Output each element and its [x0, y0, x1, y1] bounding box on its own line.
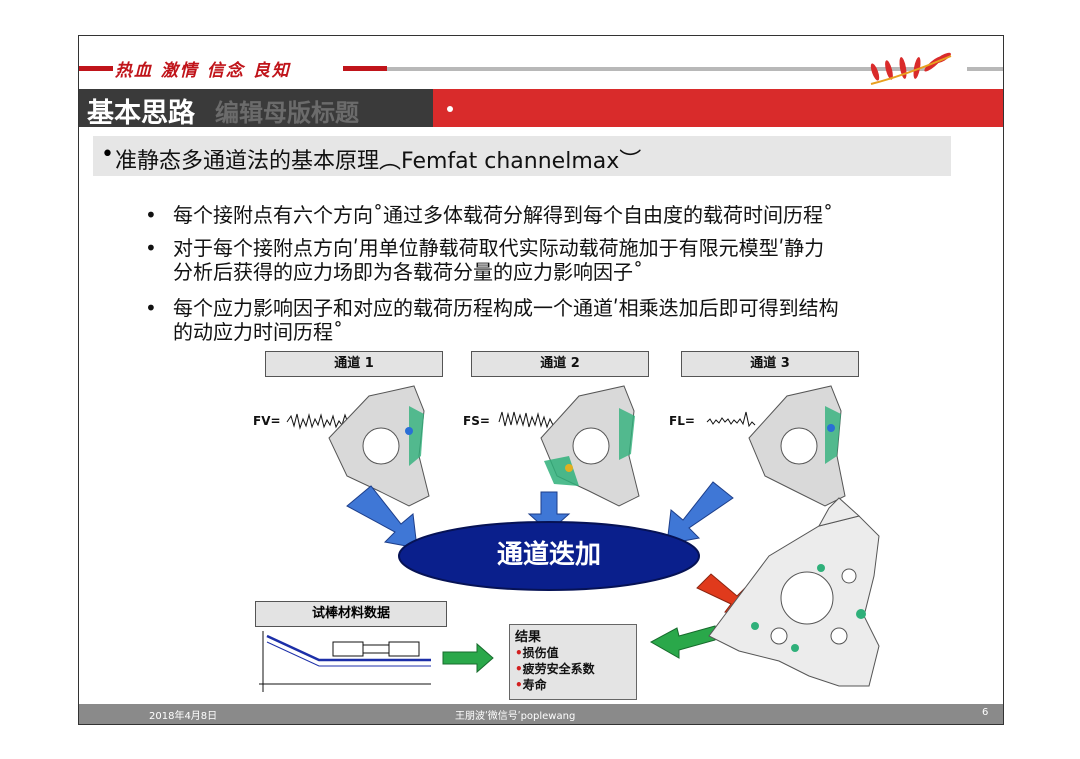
title-ghost: 编辑母版标题 — [215, 99, 359, 127]
heading-box — [93, 136, 951, 176]
page-title: 基本思路 — [87, 98, 195, 129]
bullet-2a: 对于每个接附点方向ʹ用单位静载荷取代实际动载荷施加于有限元模型ʹ静力 — [173, 236, 825, 260]
bullet-1: 每个接附点有六个方向˚通过多体载荷分解得到每个自由度的载荷时间历程˚ — [173, 203, 833, 227]
force-label-v: FV= — [253, 414, 281, 428]
bullet-dot: • — [145, 203, 157, 227]
bullet-dot: • — [145, 296, 157, 320]
knuckle-part-2 — [540, 385, 640, 507]
header-bar-gray-right — [967, 67, 1003, 71]
bullet-3b: 的动应力时间历程˚ — [173, 320, 343, 344]
force-label-l: FL= — [669, 414, 695, 428]
title-box — [79, 89, 433, 127]
header-bar-red — [343, 66, 387, 71]
result-item: •疲劳安全系数 — [515, 662, 595, 676]
knuckle-result-part — [708, 497, 880, 687]
leaf-decoration-icon — [870, 52, 952, 85]
footer-bar — [79, 704, 1003, 724]
channel-2-label: 通道 2 — [471, 351, 649, 377]
channel-3-label: 通道 3 — [681, 351, 859, 377]
header-bar-left — [79, 66, 113, 71]
result-item: •损伤值 — [515, 646, 559, 660]
knuckle-part-1 — [328, 385, 430, 507]
result-box — [509, 624, 637, 700]
motto-text: 热血 激情 信念 良知 — [115, 61, 291, 81]
bullet-dot: • — [145, 236, 157, 260]
superposition-label: 通道迭加 — [496, 540, 601, 570]
title-red-band — [433, 89, 1003, 127]
channel-1-label: 通道 1 — [265, 351, 443, 377]
heading-bullet: • — [101, 142, 114, 167]
force-label-s: FS= — [463, 414, 490, 428]
slide: 热血 激情 信念 良知 编辑母版标题 基本思路 • 准静态多通道法的基本原理︵F… — [78, 35, 1004, 725]
superposition-ellipse — [398, 521, 700, 591]
footer-date: 2018年4月8日 — [149, 711, 218, 722]
load-signal-graphic — [286, 411, 756, 430]
knuckle-part-3 — [748, 385, 846, 507]
green-arrow-right — [442, 642, 494, 674]
page-number: 6 — [982, 707, 989, 718]
bullet-2b: 分析后获得的应力场即为各载荷分量的应力影响因子˚ — [173, 260, 643, 284]
material-data-label: 试棒材料数据 — [255, 601, 447, 627]
title-dot — [447, 106, 453, 112]
bullet-3a: 每个应力影响因子和对应的载荷历程构成一个通道ʹ相乘迭加后即可得到结构 — [173, 296, 839, 320]
result-item: •寿命 — [515, 678, 547, 692]
heading-text: 准静态多通道法的基本原理︵Femfat channelmax︶ — [115, 149, 642, 174]
header-bar-gray — [387, 67, 927, 71]
diagram-graphics — [259, 385, 880, 692]
footer-author: 王朋波ʹ微信号ʹpoplewang — [455, 711, 576, 722]
green-arrow-left — [649, 625, 716, 659]
result-title: 结果 — [515, 630, 542, 645]
material-curve-graphic — [259, 631, 431, 692]
